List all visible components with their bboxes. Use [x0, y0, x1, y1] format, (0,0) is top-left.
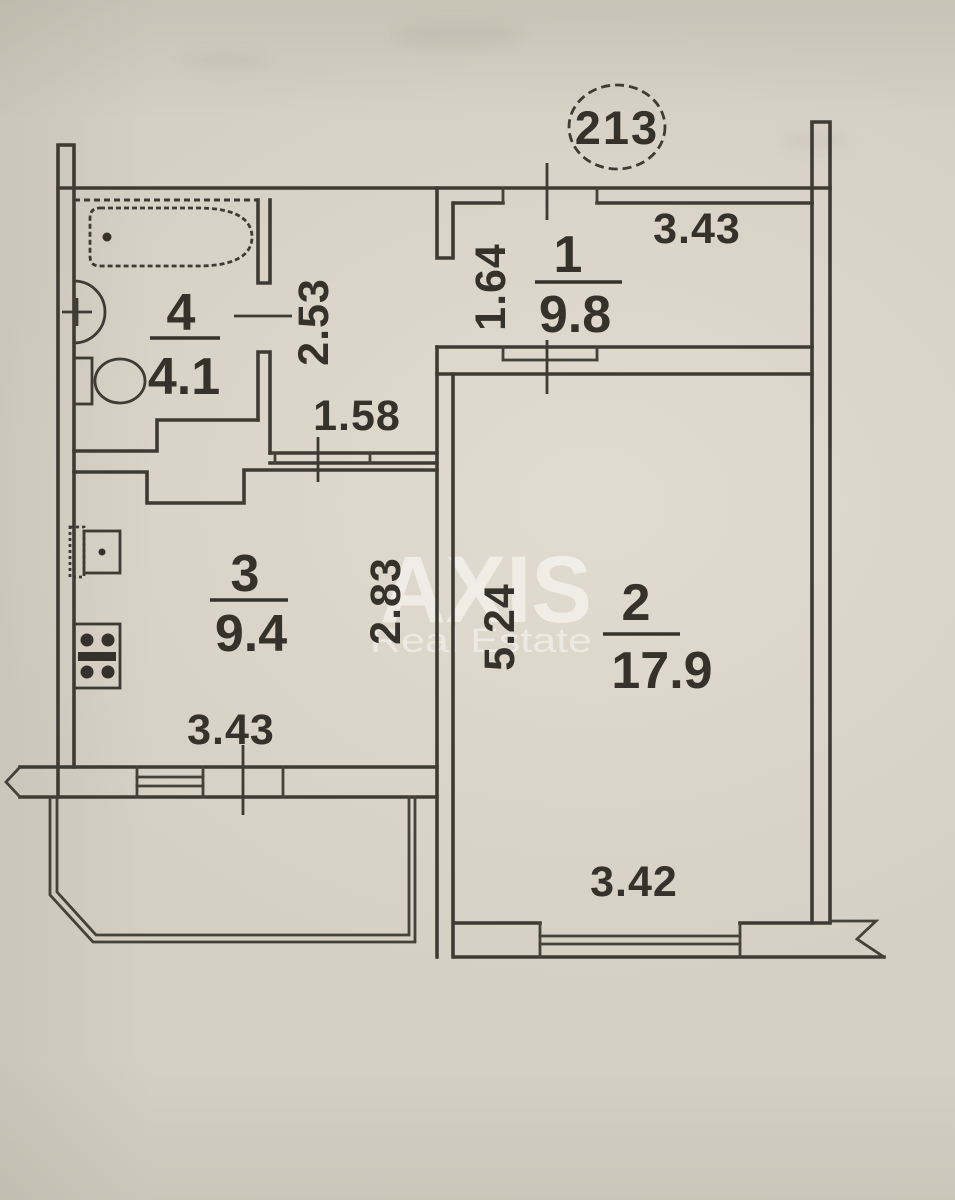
- watermark-brand: AXIS: [380, 537, 592, 643]
- balcony-parapet-outer: [48, 795, 417, 944]
- room2-number: 2: [622, 574, 651, 632]
- stove-icon: [72, 622, 122, 690]
- unit-badge: 213: [567, 83, 667, 171]
- dimension-kitchen-width: 3.43: [187, 706, 275, 754]
- bathroom-right-wall-lower: [256, 350, 272, 455]
- room4-area: 4.1: [148, 348, 220, 406]
- paper-smudge: [780, 130, 850, 152]
- right-wall: [810, 120, 832, 925]
- dimension-hallway-width: 1.58: [313, 392, 401, 440]
- hall-left-wall: [435, 186, 455, 260]
- watermark: AXIS Real Estate: [370, 537, 592, 660]
- room3-number: 3: [231, 545, 260, 603]
- bathroom-bottom-wall: [72, 418, 260, 453]
- room2-area: 17.9: [611, 642, 712, 700]
- room3-label: 3 9.4: [210, 545, 288, 663]
- watermark-subtitle: Real Estate: [370, 622, 592, 660]
- wall-break-icon: [828, 919, 886, 959]
- room1-number: 1: [554, 226, 583, 284]
- room4-number: 4: [167, 284, 196, 342]
- dimension-room2-width: 3.42: [590, 858, 678, 906]
- room2-label: 2 17.9: [603, 574, 713, 700]
- balcony-parapet-inner: [55, 795, 411, 937]
- bathroom-sink-icon: [62, 279, 107, 345]
- kitchen-top-wall: [72, 468, 439, 505]
- toilet-icon: [72, 356, 147, 406]
- unit-number-label: 213: [575, 101, 659, 154]
- dimension-hallway-depth: 2.53: [290, 278, 338, 366]
- room3-area: 9.4: [215, 605, 287, 663]
- paper-smudge: [180, 52, 270, 70]
- kitchen-sink-icon: [68, 525, 122, 579]
- dimension-kitchen-depth: 2.83: [362, 557, 410, 645]
- room2-window-symbol: [538, 934, 742, 946]
- left-outer-wall: [56, 143, 76, 799]
- room1-area: 9.8: [539, 286, 611, 344]
- dimension-ticks: [241, 163, 549, 815]
- bathroom-right-wall-upper: [256, 198, 272, 285]
- dimension-room1-depth: 1.64: [467, 243, 515, 331]
- room4-label: 4 4.1: [148, 284, 220, 406]
- bathtub-drain: [102, 232, 112, 242]
- kitchen-window-symbol: [135, 775, 205, 788]
- room1-label: 1 9.8: [535, 226, 622, 344]
- unit-circle: [567, 83, 667, 171]
- walls: [4, 120, 886, 959]
- dimension-room1-width: 3.43: [653, 205, 741, 253]
- bathtub-icon: [88, 206, 254, 268]
- dimension-room2-depth: 5.24: [476, 583, 524, 671]
- paper-smudge: [392, 22, 522, 48]
- wall-break-icon: [4, 765, 22, 799]
